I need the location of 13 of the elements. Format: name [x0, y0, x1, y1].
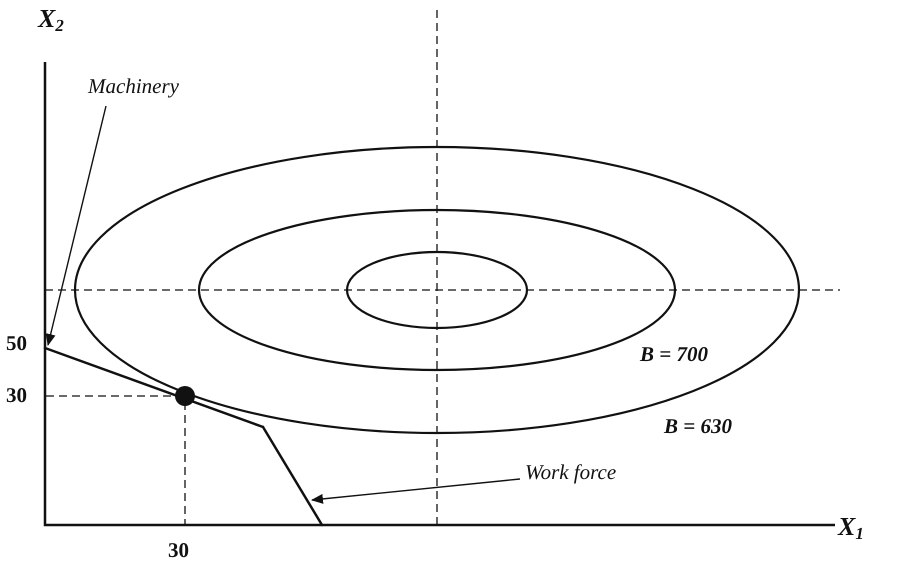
constraint-line: [262, 426, 324, 526]
leader-line: [311, 478, 520, 504]
axis-label: X$_{1}$: [838, 514, 864, 544]
tick-label: 30: [168, 540, 189, 561]
constraint-label: Machinery: [88, 76, 179, 97]
contour-label: B = 700: [640, 344, 708, 365]
constraint-label: Work force: [525, 462, 616, 483]
leader-line: [46, 106, 107, 346]
constraint-line: [44, 346, 264, 428]
tick-label: 30: [6, 385, 27, 406]
tick-label: 50: [6, 333, 27, 354]
axis-label: X$_{2}$: [38, 6, 64, 36]
contour-label: B = 630: [664, 416, 732, 437]
